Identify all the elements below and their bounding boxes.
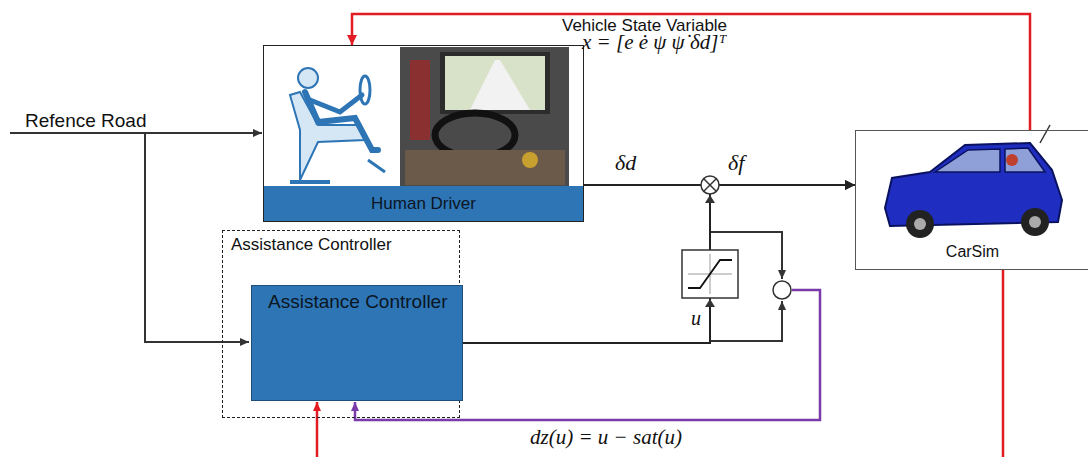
signal-name: δf [728, 150, 744, 176]
node-text: Assistance Controller [260, 290, 456, 315]
signal-name: u [691, 307, 701, 330]
state-wire [1002, 270, 1005, 457]
controller-group: Assistance ControllerAssistance Controll… [222, 230, 460, 418]
node-text: Assistance Controller [231, 235, 392, 255]
node-text: Human Driver [264, 186, 583, 221]
saturation-block [682, 250, 738, 307]
controller-box: Assistance Controller [251, 285, 463, 401]
signal-name: δd [615, 150, 636, 176]
summing-junction [773, 281, 791, 299]
multiplier-junction [701, 176, 719, 203]
reference-wire [10, 132, 262, 134]
equation-label: dz(u) = u − sat(u) [530, 425, 682, 450]
state-vector: x = [e ė ψ ψ̇ δd]ᵀ [582, 30, 726, 55]
signal-connector [352, 14, 1030, 130]
driver-illustration [265, 47, 400, 186]
simulator-box: CarSim [855, 130, 1088, 270]
driver-box: Human Driver [263, 45, 584, 222]
node-text: CarSim [856, 243, 1088, 261]
simulator-photo [400, 47, 569, 187]
state-input [316, 402, 319, 457]
car-illustration [885, 125, 1062, 238]
u-branch [710, 301, 782, 341]
input-label: Refence Road [25, 110, 146, 132]
